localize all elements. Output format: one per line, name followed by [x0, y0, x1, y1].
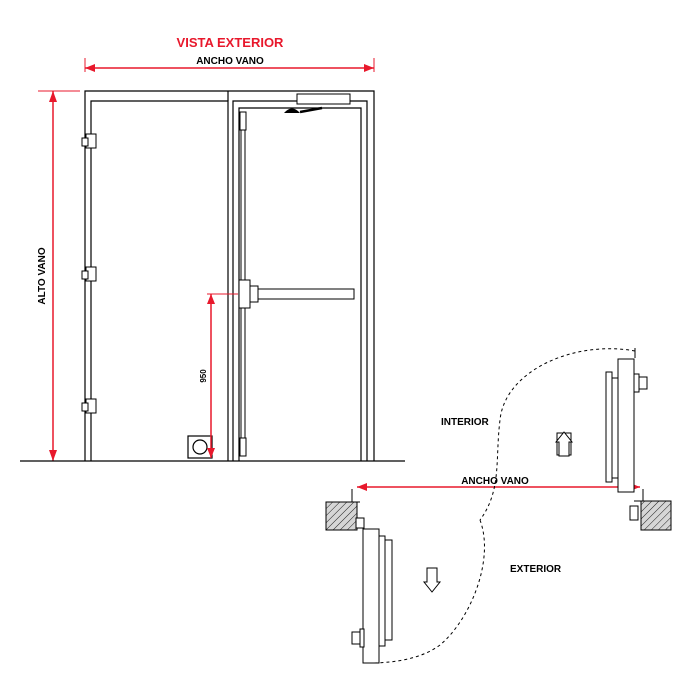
door-closer-icon [284, 93, 351, 114]
interior-label: INTERIOR [441, 417, 490, 428]
push-bar [249, 285, 355, 303]
elevation-view: ANCHO VANO ALTO VANO [20, 56, 405, 462]
swing-arcs [369, 348, 636, 664]
plan-width-dimension: ANCHO VANO [357, 476, 640, 491]
door-leaf-left [351, 528, 393, 664]
arrow-down-icon [422, 567, 442, 593]
door-leaf-right [605, 358, 648, 493]
height-dimension: ALTO VANO [37, 90, 80, 462]
height-label: ALTO VANO [37, 247, 48, 304]
width-label: ANCHO VANO [196, 56, 264, 67]
handle-height-label: 950 [199, 369, 208, 383]
arrow-up-icon [554, 431, 574, 457]
door-frame [84, 90, 375, 461]
handle-height-dimension: 950 [199, 293, 238, 458]
panic-bar-rod [238, 111, 251, 457]
pivot-icon [351, 489, 644, 529]
exterior-label: EXTERIOR [510, 564, 562, 575]
width-dimension: ANCHO VANO [84, 56, 375, 72]
floor-lock-icon [187, 435, 213, 459]
plan-view: ANCHO VANO [325, 348, 672, 664]
wall-right [640, 500, 672, 531]
hinge-icon [81, 133, 97, 414]
wall-left [325, 501, 358, 531]
drawing-title: VISTA EXTERIOR [177, 35, 285, 50]
